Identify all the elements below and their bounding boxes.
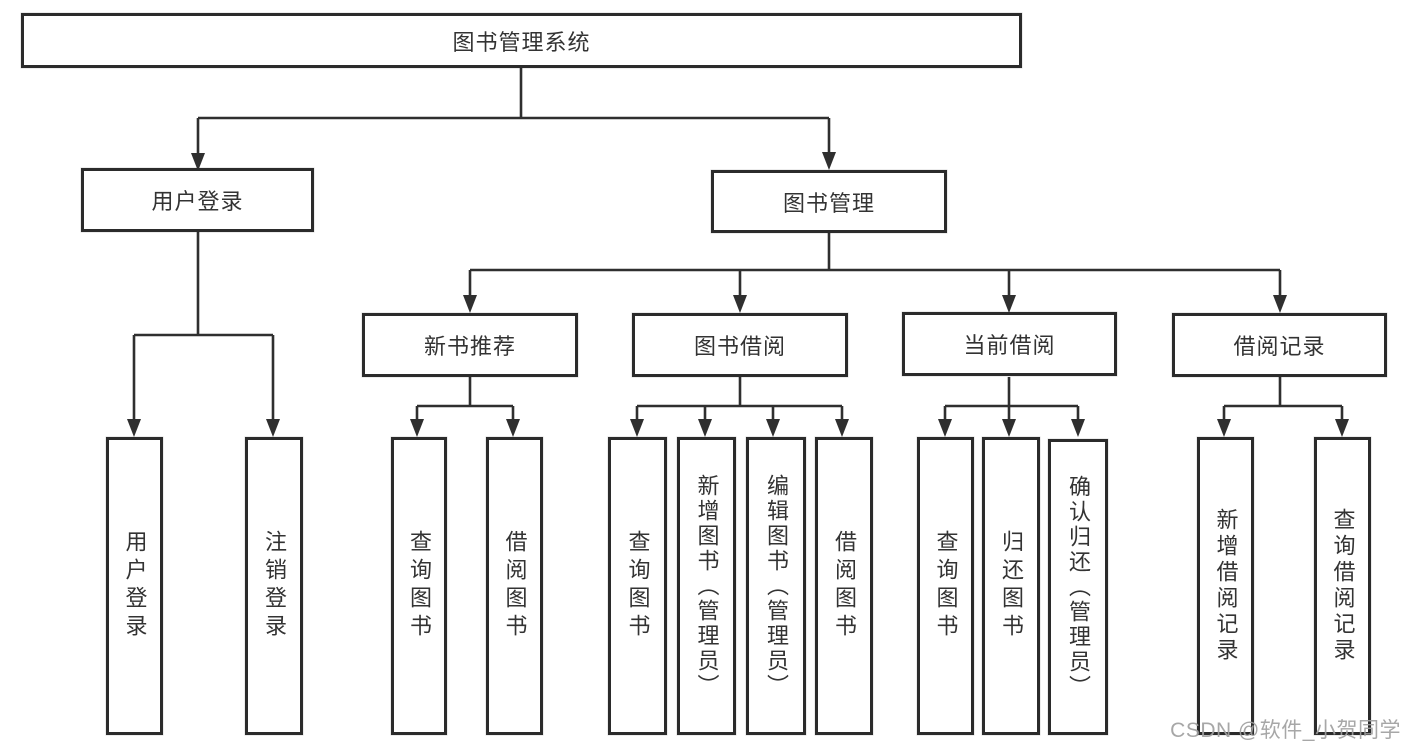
node-book-borrowing: 图书借阅 bbox=[632, 313, 848, 377]
node-query-books-borrow: 查询图书 bbox=[608, 437, 667, 735]
node-borrow-books-recommend: 借阅图书 bbox=[486, 437, 543, 735]
watermark: CSDN @软件_小贺同学 bbox=[1170, 719, 1401, 742]
node-add-books-admin: 新增图书（管理员） bbox=[677, 437, 736, 735]
node-query-books-recommend: 查询图书 bbox=[391, 437, 447, 735]
node-add-borrow-record: 新增借阅记录 bbox=[1197, 437, 1254, 735]
node-user-login: 用户登录 bbox=[81, 168, 314, 232]
node-return-books: 归还图书 bbox=[982, 437, 1040, 735]
node-new-book-recommendation: 新书推荐 bbox=[362, 313, 578, 377]
node-borrowing-records: 借阅记录 bbox=[1172, 313, 1387, 377]
node-query-books-current: 查询图书 bbox=[917, 437, 974, 735]
node-user-login-leaf: 用户登录 bbox=[106, 437, 163, 735]
node-borrow-books-leaf: 借阅图书 bbox=[815, 437, 873, 735]
node-book-management: 图书管理 bbox=[711, 170, 947, 233]
node-root: 图书管理系统 bbox=[21, 13, 1022, 68]
node-edit-books-admin: 编辑图书（管理员） bbox=[746, 437, 806, 735]
node-current-borrowing: 当前借阅 bbox=[902, 312, 1117, 376]
node-query-borrow-record: 查询借阅记录 bbox=[1314, 437, 1371, 735]
node-logout-leaf: 注销登录 bbox=[245, 437, 303, 735]
node-confirm-return-admin: 确认归还（管理员） bbox=[1048, 439, 1108, 735]
